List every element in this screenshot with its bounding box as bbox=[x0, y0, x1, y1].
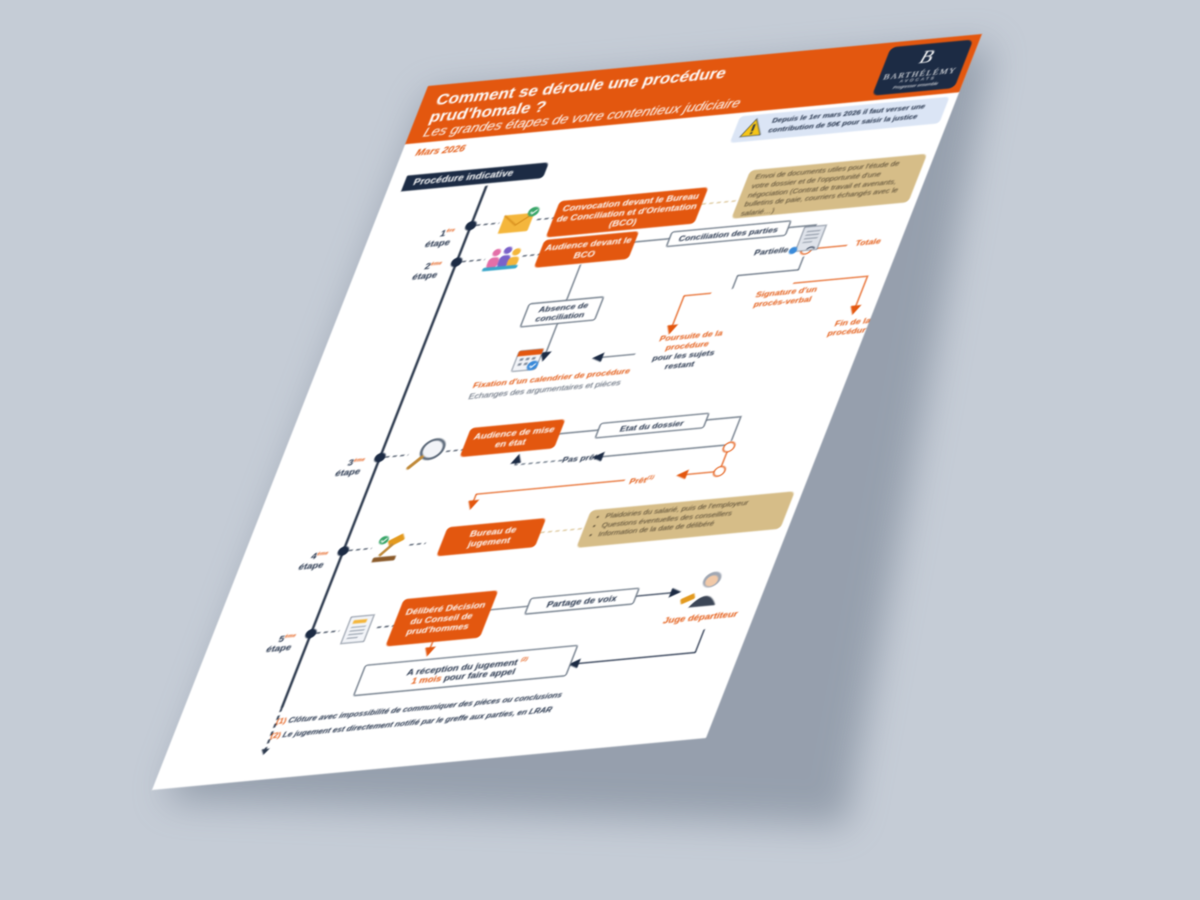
notice-box: Depuis le 1er mars 2026 il faut verser u… bbox=[729, 96, 950, 144]
people-icon bbox=[482, 246, 521, 272]
judgment-icon bbox=[340, 614, 375, 645]
envelope-icon bbox=[498, 206, 540, 234]
magnifier-icon bbox=[406, 438, 446, 470]
judge-icon bbox=[680, 571, 722, 608]
gavel-icon bbox=[371, 533, 405, 563]
document-icon bbox=[788, 224, 828, 255]
procedure-sheet: Comment se déroule une procédure prud'ho… bbox=[152, 34, 982, 790]
flow-lines bbox=[261, 185, 869, 755]
calendar-icon bbox=[511, 348, 544, 372]
warning-icon bbox=[739, 118, 761, 138]
